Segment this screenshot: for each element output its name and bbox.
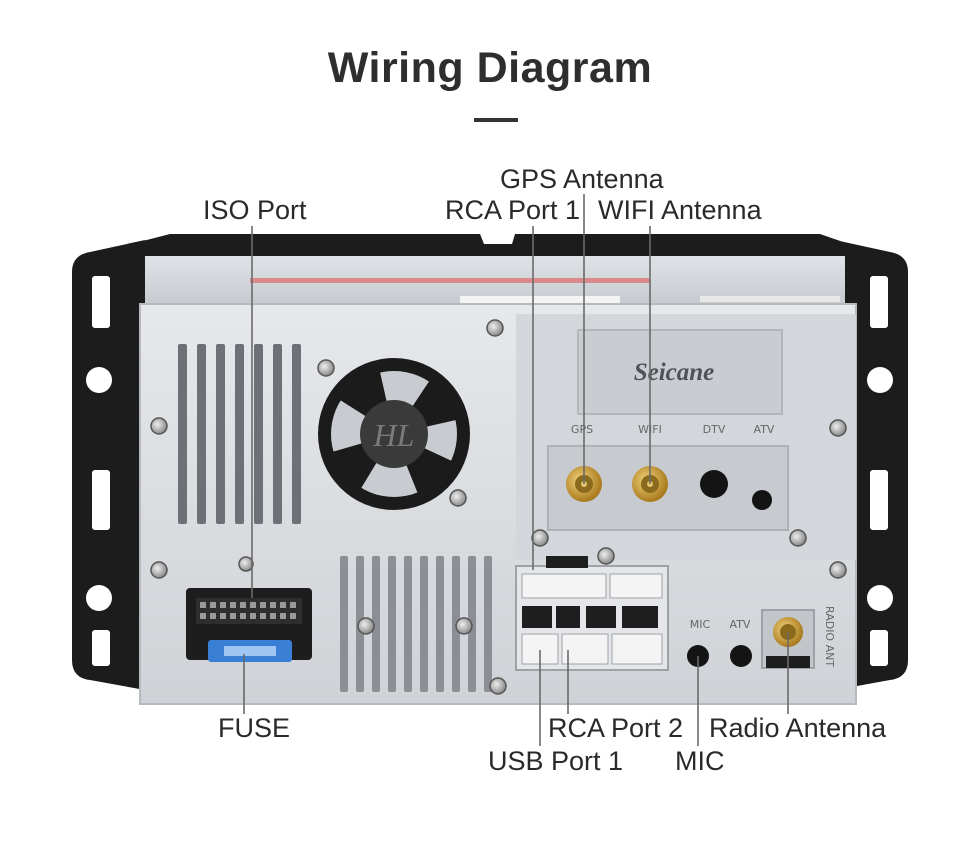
atv-port-hole: [752, 490, 772, 510]
left-mounting-bracket: [72, 240, 145, 690]
rca-usb-connector-block: [515, 556, 669, 671]
antenna-label-dtv: DTV: [703, 423, 726, 436]
callout-lines: [243, 194, 789, 746]
top-cover: [145, 256, 845, 306]
callout-radio-antenna: Radio Antenna: [709, 713, 887, 743]
antenna-label-gps: GPS: [571, 423, 593, 436]
fan-badge: HL: [373, 417, 415, 453]
screw: [829, 561, 847, 579]
cooling-fan: HL: [318, 358, 470, 510]
screw: [489, 677, 507, 695]
page-title: Wiring Diagram: [327, 44, 653, 92]
callout-fuse: FUSE: [218, 713, 291, 743]
dtv-port-hole: [700, 470, 728, 498]
title-underline: [474, 118, 518, 122]
antenna-section: Seicane GPS WIFI DTV ATV: [516, 314, 856, 560]
screw: [357, 617, 375, 635]
mic-panel-label: MIC: [690, 618, 711, 631]
screw: [597, 547, 615, 565]
screw: [789, 529, 807, 547]
callout-iso-port: ISO Port: [203, 195, 307, 225]
screw: [531, 529, 549, 547]
screw: [486, 319, 504, 337]
screw: [829, 419, 847, 437]
vent-slots-center: [340, 556, 492, 692]
callout-usb-port-1: USB Port 1: [488, 746, 624, 776]
atv-jack: [730, 645, 752, 667]
screw: [150, 561, 168, 579]
callout-rca-port-1: RCA Port 1: [445, 195, 581, 225]
screw: [238, 556, 254, 572]
screw: [455, 617, 473, 635]
screw: [317, 359, 335, 377]
vent-slots-left: [178, 344, 301, 524]
screws: [150, 319, 847, 695]
callout-wifi-antenna: WIFI Antenna: [598, 195, 762, 225]
antenna-label-atv: ATV: [754, 423, 775, 436]
screw: [150, 417, 168, 435]
fuse-holder: [208, 640, 292, 662]
callout-gps-antenna: GPS Antenna: [500, 164, 664, 194]
atv-panel-label: ATV: [730, 618, 751, 631]
callout-rca-port-2: RCA Port 2: [548, 713, 684, 743]
radio-side-label: RADIO ANT: [823, 606, 836, 667]
top-frame: [135, 234, 846, 258]
callout-mic: MIC: [675, 746, 725, 776]
brand-logo: Seicane: [634, 359, 715, 386]
screw: [449, 489, 467, 507]
